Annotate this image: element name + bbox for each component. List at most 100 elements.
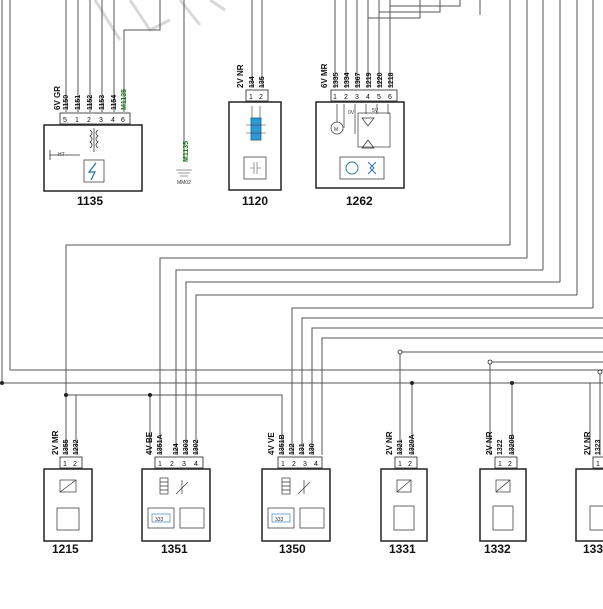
voltage-label: 0V: [348, 110, 355, 116]
wire-label: 130: [309, 443, 316, 455]
pin: 5: [377, 94, 381, 101]
component-id: 1120: [242, 194, 268, 208]
connector-label: 2V NR: [385, 431, 394, 455]
component-id: 1332: [484, 542, 511, 556]
wire-label: 1367: [355, 72, 362, 88]
pin: 1: [596, 461, 600, 468]
ground-icon: [176, 169, 192, 177]
pin: 1: [75, 117, 79, 124]
connector-label: 4V VE: [267, 432, 276, 455]
component-1350[interactable]: 4V VE 1351B 122 131 130 1 2 3 4 333 1350: [261, 432, 331, 556]
wire-label: 1335: [333, 72, 340, 88]
pin: 2: [344, 94, 348, 101]
spark-icon: [87, 162, 97, 181]
wires-top: [1, 0, 594, 383]
pin: 3: [182, 461, 186, 468]
component-1351[interactable]: 4V BE 1351A 124 1303 1302 1 2 3 4 333 13…: [141, 431, 211, 556]
pin: 1: [249, 94, 253, 101]
pin: 1: [158, 461, 162, 468]
wire-label: 1355: [63, 439, 70, 455]
pin: 4: [111, 117, 115, 124]
component-id: 1215: [52, 542, 79, 556]
wire-label: 135: [259, 76, 266, 88]
connector-label: 2V NR: [485, 431, 494, 455]
wire-label: 1351A: [157, 434, 164, 455]
wire-label: 1322: [497, 439, 504, 455]
solenoid-icon: [59, 479, 77, 493]
connector-label: 2V NR: [583, 431, 592, 455]
pin: 2: [73, 461, 77, 468]
wire-label: 1320B: [509, 434, 516, 455]
pin: 2: [87, 117, 91, 124]
box-text: 333: [275, 517, 284, 523]
wire-label: 1218: [388, 72, 395, 88]
capacitor-icon: [250, 162, 261, 174]
component-id: 1351: [161, 542, 188, 556]
component-1333[interactable]: 2V NR 1323 1 133: [575, 431, 603, 556]
motor-icon: M: [330, 104, 391, 149]
component-id: 1331: [389, 542, 416, 556]
connector-label: 2V NR: [236, 64, 245, 88]
pin: 6: [388, 94, 392, 101]
pin: 3: [303, 461, 307, 468]
wire-label: 134: [249, 76, 256, 88]
pin: 1: [281, 461, 285, 468]
pin: 1: [333, 94, 337, 101]
component-1120[interactable]: 2V NR 134 135 1 2 1120: [228, 64, 282, 208]
svg-text:M: M: [334, 127, 338, 133]
pin: 6: [121, 117, 125, 124]
wire-label: 1302: [193, 439, 200, 455]
ground-label: MM02: [177, 180, 191, 186]
wire-label: 1334: [344, 72, 351, 88]
wire-label: 1152: [87, 95, 94, 110]
wire-label: 1151: [75, 95, 82, 110]
component-id: 1135: [77, 194, 103, 208]
component-1331[interactable]: 2V NR 1321 1320A 1 2 1331: [380, 431, 428, 556]
pin: 1: [498, 461, 502, 468]
pin: 4: [366, 94, 370, 101]
pin: 3: [355, 94, 359, 101]
wire-label: 124: [173, 443, 180, 455]
connector-label: 2V MR: [51, 430, 60, 455]
component-id: 1350: [279, 542, 306, 556]
component-1215[interactable]: 2V MR 1355 1232 1 2 1215: [43, 430, 93, 556]
svg-text:HT: HT: [58, 152, 65, 158]
sensor-icon: [246, 106, 266, 141]
component-1262[interactable]: 6V MR 1335 1334 1367 1219 1220 1218 1 2 …: [315, 63, 405, 208]
pin: 2: [259, 94, 263, 101]
wire-label: 1154: [111, 95, 118, 110]
wire-label: 1153: [99, 95, 106, 110]
connector-label: 6V MR: [320, 63, 329, 88]
pin: 2: [170, 461, 174, 468]
junction-dots: [0, 349, 603, 397]
wire-label: 1320A: [409, 434, 416, 455]
ground-m1135: M1135 MM02: [176, 141, 192, 186]
injector-icon: [495, 479, 511, 493]
wire-label: 1232: [73, 439, 80, 455]
pin: 1: [398, 461, 402, 468]
component-1332[interactable]: 2V NR 1322 1320B 1 2 1332: [479, 431, 527, 556]
wire-label: 1321: [397, 439, 404, 455]
wire-label: 1351B: [279, 434, 286, 455]
sensor-icon: [281, 477, 311, 495]
wires-middle: [2, 244, 603, 455]
pin: 1: [63, 461, 67, 468]
pin: 4: [194, 461, 198, 468]
component-id: 1262: [346, 194, 373, 208]
wire-label: 1220: [377, 72, 384, 88]
connector-label: 6V GR: [53, 86, 62, 110]
box-text: 333: [155, 517, 164, 523]
wire-label: 122: [289, 443, 296, 455]
wire-label: M1135: [121, 89, 128, 110]
pin: 5: [63, 117, 67, 124]
wire-label: 1323: [595, 439, 602, 455]
sensor-icon: [159, 477, 189, 495]
wire-label: 131: [299, 443, 306, 455]
pin: 2: [508, 461, 512, 468]
pin: 2: [292, 461, 296, 468]
injector-icon: [396, 479, 412, 493]
component-1135[interactable]: 6V GR 1150 1151 1152 1153 1154 M1135 5 1…: [43, 86, 143, 208]
voltage-label: 5V: [372, 108, 379, 114]
wire-label: 1150: [63, 95, 70, 110]
